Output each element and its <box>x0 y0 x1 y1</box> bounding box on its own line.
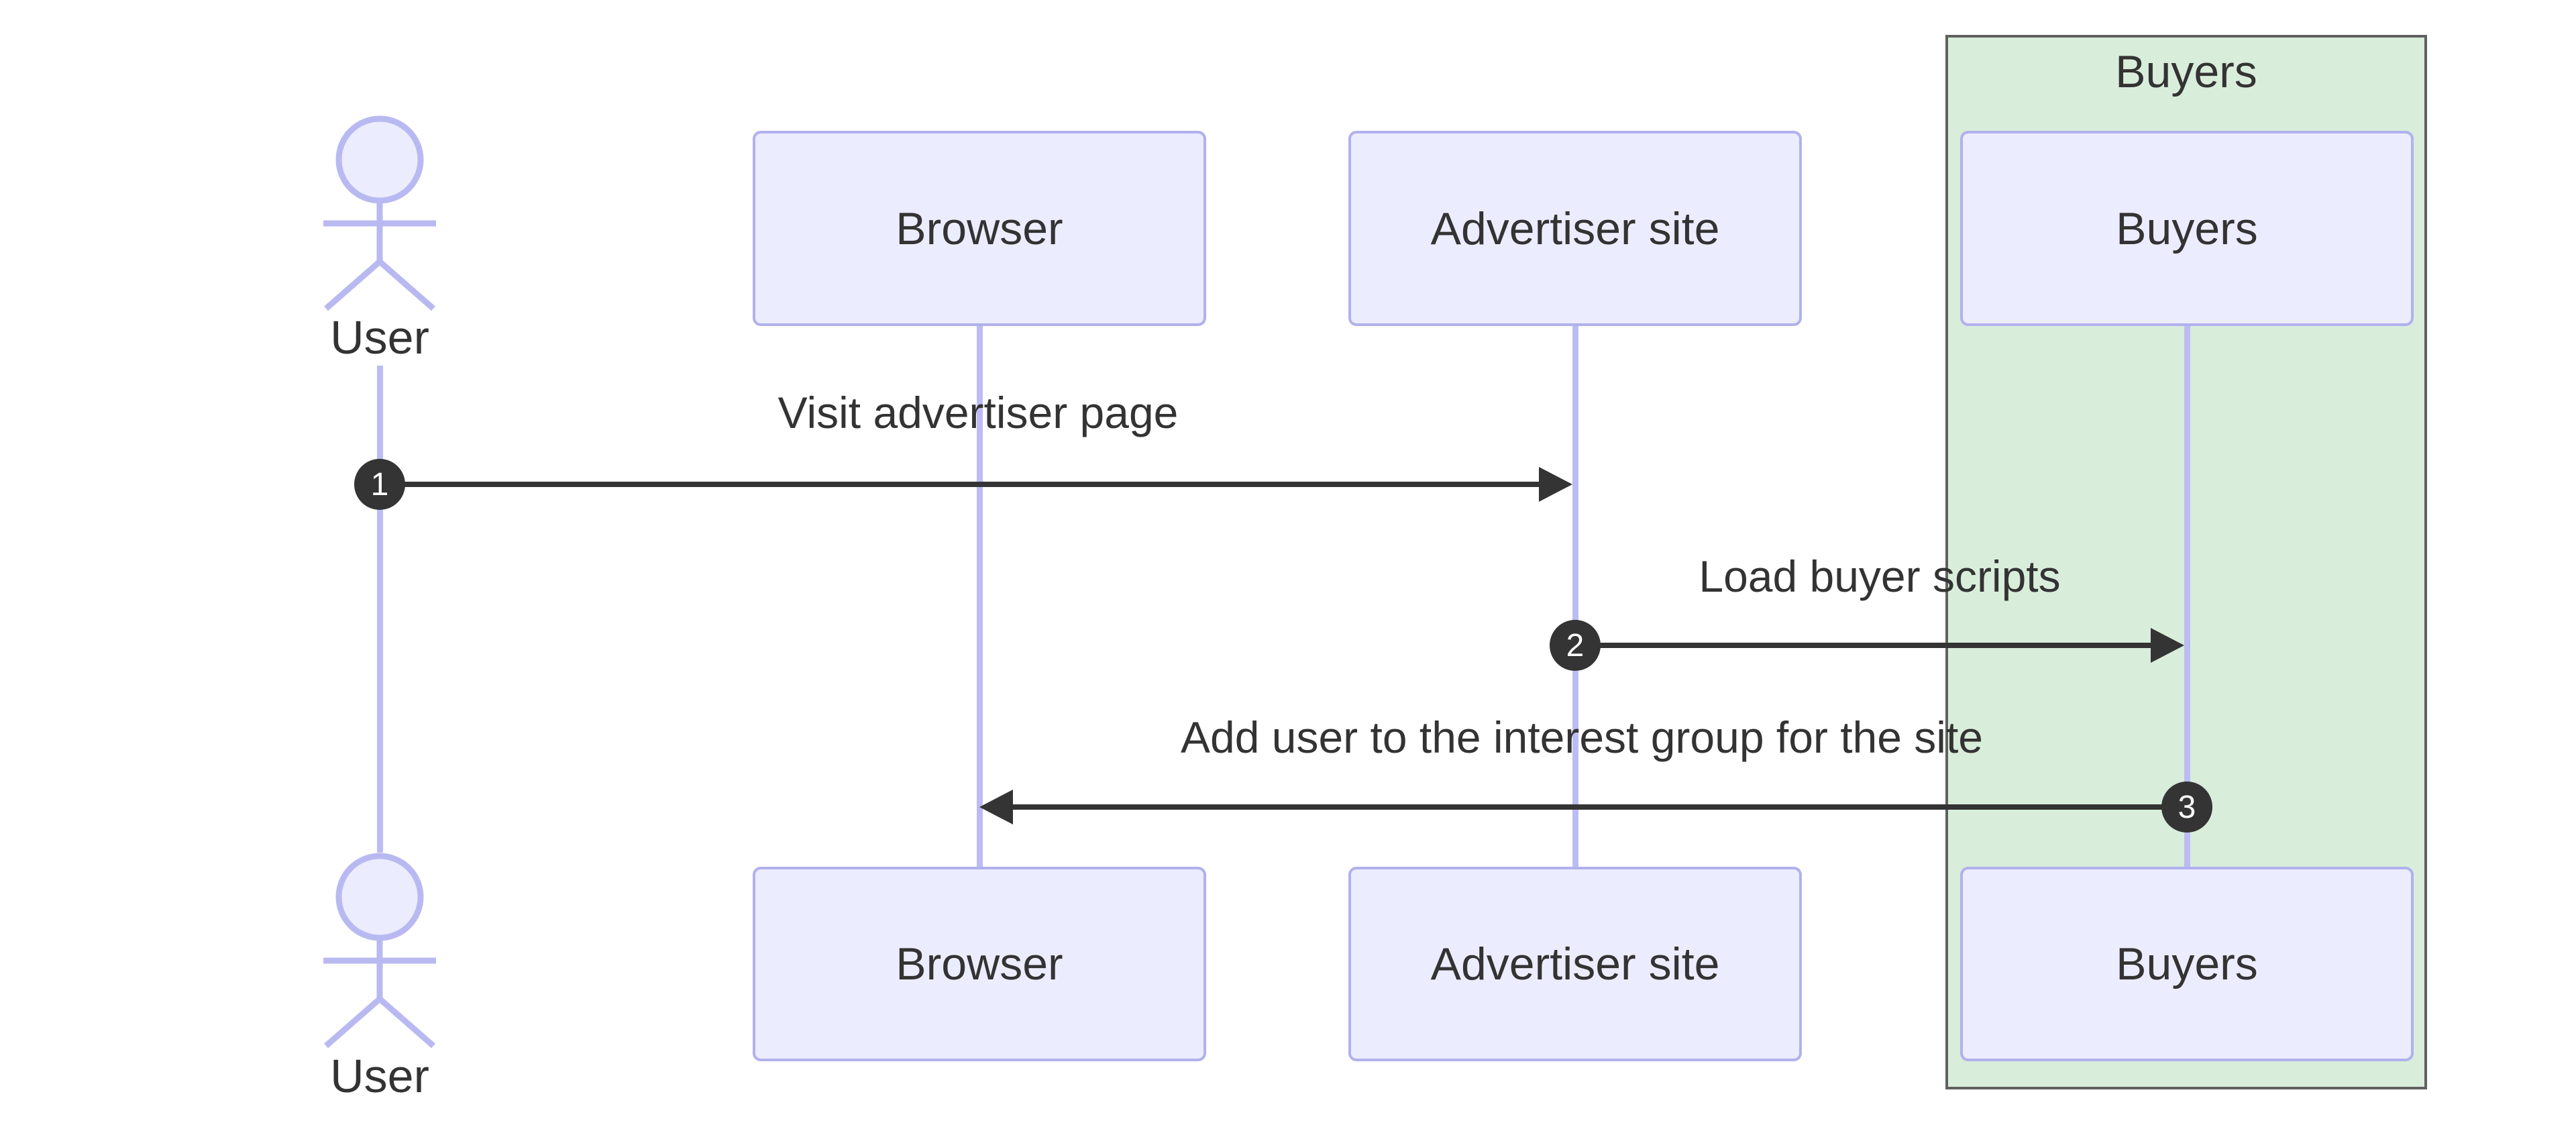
sequence-number-badge-2: 2 <box>1550 620 1601 671</box>
buyers-group-label: Buyers <box>2115 46 2257 97</box>
arrowhead-icon <box>2151 628 2184 663</box>
lifeline-advertiser-site <box>1572 326 1578 867</box>
participant-box-buyers-bottom: Buyers <box>1960 867 2414 1061</box>
actor-label-user-bottom: User <box>330 1050 429 1102</box>
message-line-1 <box>380 482 1540 487</box>
participant-label-browser: Browser <box>896 939 1063 990</box>
participant-label-buyers: Buyers <box>2116 203 2258 254</box>
message-label-1: Visit advertiser page <box>777 388 1179 437</box>
sequence-number-badge-3: 3 <box>2161 782 2212 833</box>
participant-label-advertiser-site: Advertiser site <box>1430 939 1720 990</box>
arrowhead-icon <box>1539 467 1572 502</box>
lifeline-buyers <box>2184 326 2190 867</box>
lifeline-browser <box>977 326 983 867</box>
sequence-number-badge-1: 1 <box>354 459 405 510</box>
participant-box-advertiser-site-bottom: Advertiser site <box>1348 867 1802 1061</box>
participant-box-advertiser-site-top: Advertiser site <box>1348 131 1802 326</box>
arrowhead-icon <box>979 790 1013 824</box>
participant-box-buyers-top: Buyers <box>1960 131 2414 326</box>
message-label-2: Load buyer scripts <box>1699 551 2061 601</box>
participant-label-buyers: Buyers <box>2116 939 2258 990</box>
participant-box-browser-top: Browser <box>753 131 1206 326</box>
message-label-3: Add user to the interest group for the s… <box>1180 712 1984 762</box>
actor-label-user-top: User <box>330 311 429 364</box>
participant-label-browser: Browser <box>896 203 1063 254</box>
message-line-3 <box>1013 804 2187 810</box>
user-actor-icon <box>323 853 436 1049</box>
participant-label-advertiser-site: Advertiser site <box>1430 203 1720 254</box>
user-actor-icon <box>323 115 436 311</box>
message-line-2 <box>1575 643 2152 648</box>
participant-box-browser-bottom: Browser <box>753 867 1206 1061</box>
lifeline-user <box>377 366 383 853</box>
